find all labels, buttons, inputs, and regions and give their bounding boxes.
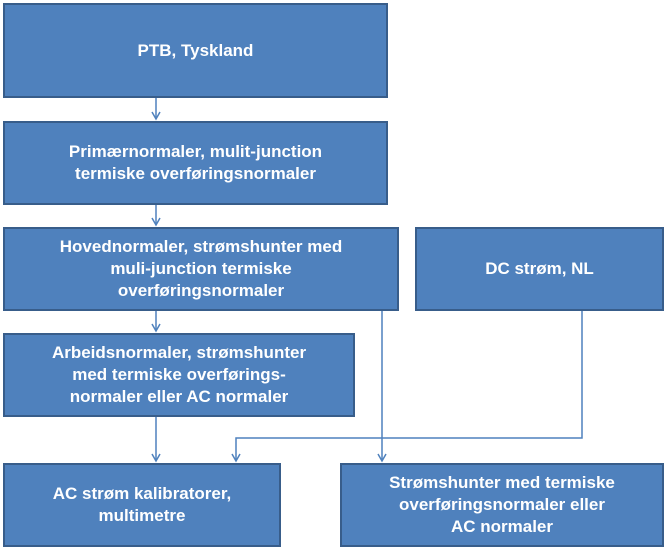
node-current-shunts: Strømshunter med termiske overføringsnor… xyxy=(340,463,664,547)
node-main-standards: Hovednormaler, strømshunter med muli-jun… xyxy=(3,227,399,311)
node-ptb-tyskland: PTB, Tyskland xyxy=(3,3,388,98)
node-ac-calibrators: AC strøm kalibratorer, multimetre xyxy=(3,463,281,547)
node-working-standards: Arbeidsnormaler, strømshunter med termis… xyxy=(3,333,355,417)
node-primary-standards: Primærnormaler, mulit-junction termiske … xyxy=(3,121,388,205)
arrow-dc-to-ac-calibrators xyxy=(231,311,583,463)
node-dc-current: DC strøm, NL xyxy=(415,227,664,311)
